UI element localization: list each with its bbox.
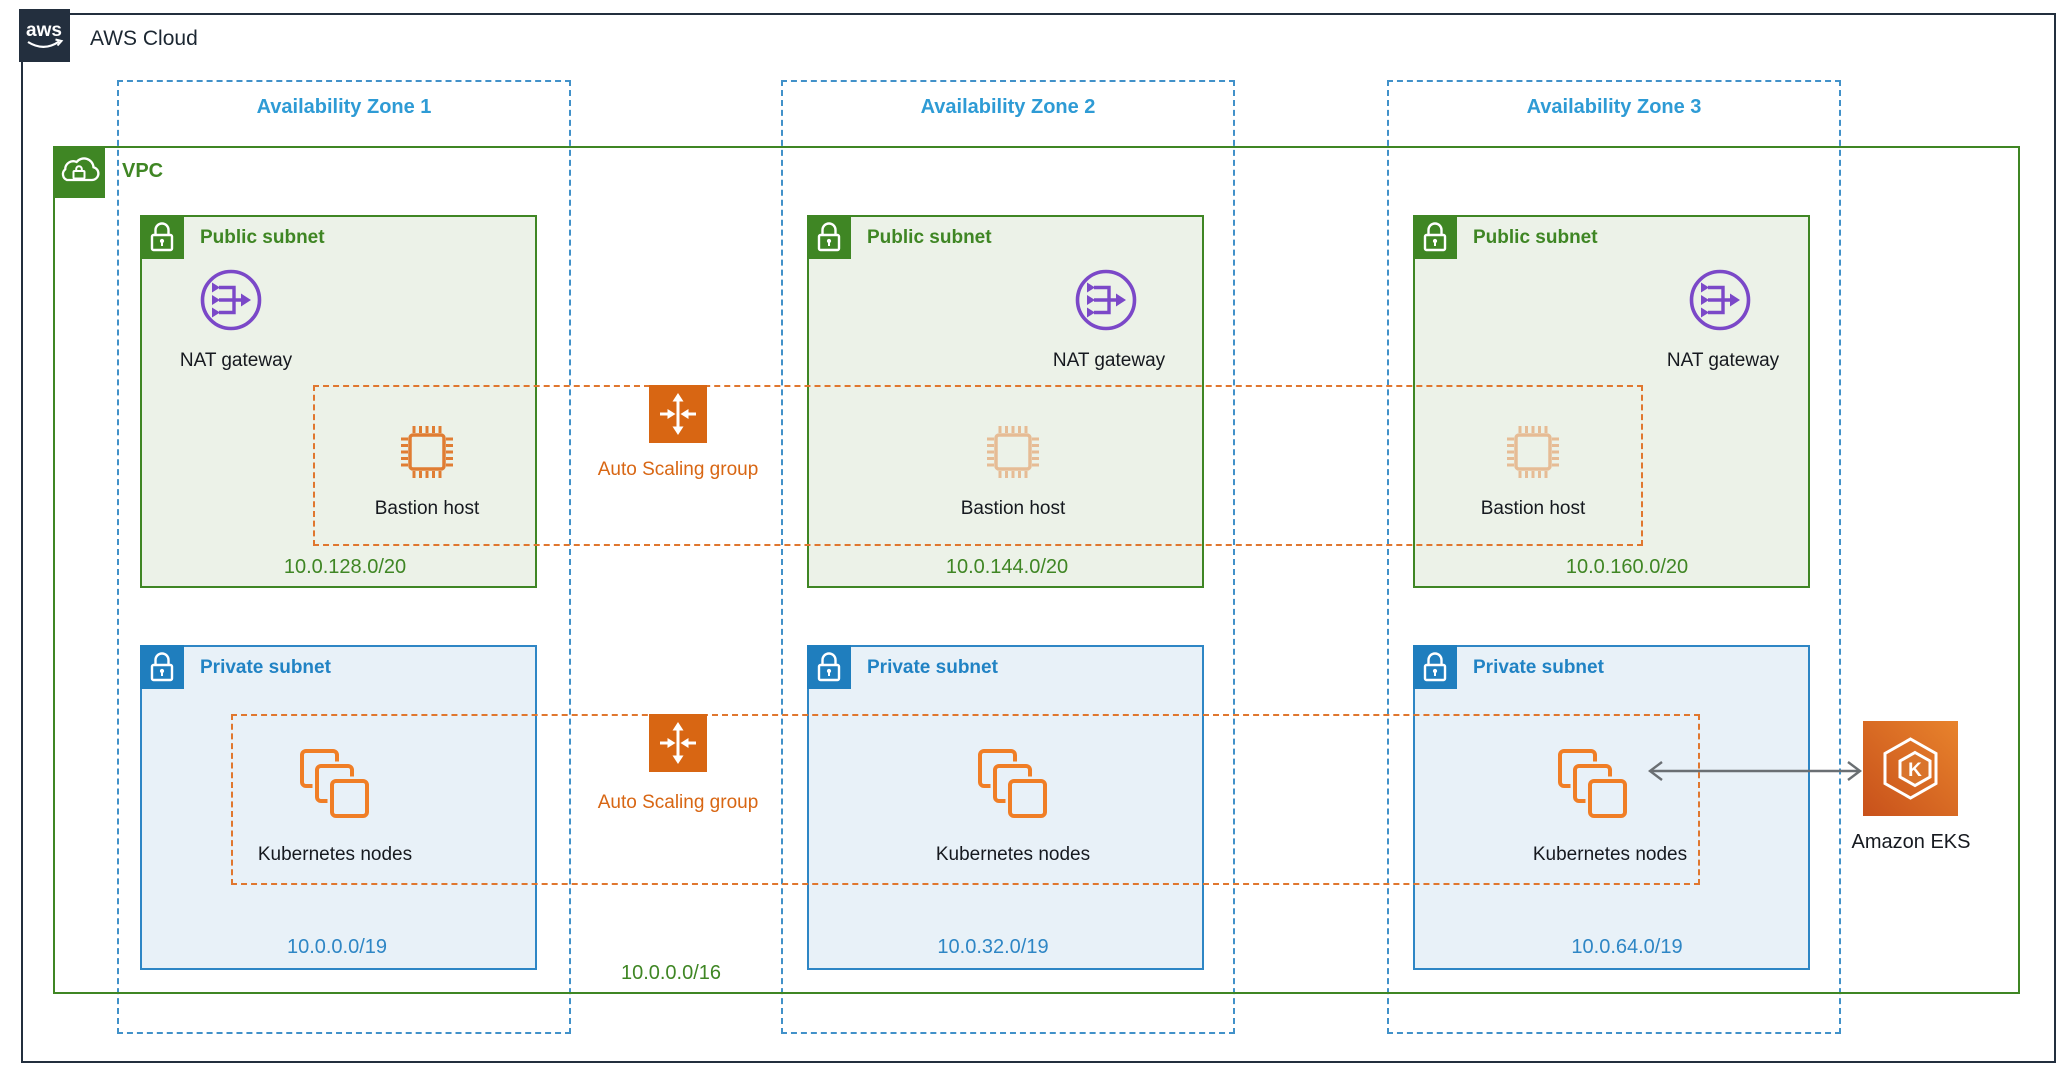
- public-subnet-az3: Public subnet: [1413, 215, 1810, 588]
- availability-zone-2: Availability Zone 2: [781, 80, 1235, 1034]
- bastion-host-label: Bastion host: [1480, 498, 1586, 519]
- lock-icon: [807, 645, 851, 689]
- public-cidr-az3: 10.0.160.0/20: [1565, 556, 1689, 578]
- nat-gateway-icon: [1073, 267, 1139, 333]
- bastion-host-label: Bastion host: [374, 498, 480, 519]
- kubernetes-nodes-label: Kubernetes nodes: [1532, 844, 1688, 865]
- auto-scaling-group-label: Auto Scaling group: [597, 459, 759, 480]
- private-subnet-label: Private subnet: [1473, 657, 1604, 678]
- vpc-group: [53, 146, 2020, 994]
- lock-icon: [1413, 645, 1457, 689]
- nat-gateway-label: NAT gateway: [179, 350, 293, 371]
- kubernetes-nodes-label: Kubernetes nodes: [257, 844, 413, 865]
- bastion-host-icon: [980, 419, 1046, 485]
- auto-scaling-icon: [649, 385, 707, 443]
- amazon-eks-icon: K: [1863, 721, 1958, 816]
- kubernetes-nodes-icon: [977, 748, 1049, 820]
- eks-letter: K: [1908, 760, 1922, 781]
- public-subnet-az2: Public subnet: [807, 215, 1204, 588]
- availability-zone-1: Availability Zone 1: [117, 80, 571, 1034]
- nat-gateway-icon: [198, 267, 264, 333]
- public-subnet-label: Public subnet: [200, 227, 325, 248]
- bidirectional-arrow: [1643, 756, 1867, 786]
- private-cidr-az1: 10.0.0.0/19: [286, 936, 388, 958]
- public-cidr-az2: 10.0.144.0/20: [945, 556, 1069, 578]
- vpc-cidr: 10.0.0.0/16: [620, 962, 722, 984]
- auto-scaling-group-label: Auto Scaling group: [597, 792, 759, 813]
- availability-zone-2-label: Availability Zone 2: [920, 96, 1096, 118]
- public-subnet-label: Public subnet: [867, 227, 992, 248]
- nat-gateway-label: NAT gateway: [1052, 350, 1166, 371]
- auto-scaling-icon: [649, 714, 707, 772]
- private-subnet-label: Private subnet: [200, 657, 331, 678]
- vpc-label: VPC: [122, 160, 164, 182]
- bastion-host-icon: [1500, 419, 1566, 485]
- aws-logo-icon: aws: [19, 9, 70, 62]
- vpc-icon: [53, 146, 105, 198]
- private-cidr-az2: 10.0.32.0/19: [937, 936, 1049, 958]
- auto-scaling-group-private: [231, 714, 1700, 885]
- private-cidr-az3: 10.0.64.0/19: [1571, 936, 1683, 958]
- private-subnet-label: Private subnet: [867, 657, 998, 678]
- availability-zone-1-label: Availability Zone 1: [256, 96, 432, 118]
- public-subnet-az1: Public subnet: [140, 215, 537, 588]
- lock-icon: [140, 645, 184, 689]
- nat-gateway-label: NAT gateway: [1666, 350, 1780, 371]
- aws-cloud-group: [21, 13, 2056, 1063]
- private-subnet-az1: Private subnet: [140, 645, 537, 970]
- kubernetes-nodes-label: Kubernetes nodes: [935, 844, 1091, 865]
- amazon-eks-label: Amazon EKS: [1851, 831, 1971, 853]
- lock-icon: [1413, 215, 1457, 259]
- availability-zone-3: Availability Zone 3: [1387, 80, 1841, 1034]
- lock-icon: [140, 215, 184, 259]
- bastion-host-icon: [394, 419, 460, 485]
- public-subnet-label: Public subnet: [1473, 227, 1598, 248]
- diagram-title: AWS Cloud: [90, 27, 198, 50]
- availability-zone-3-label: Availability Zone 3: [1526, 96, 1702, 118]
- kubernetes-nodes-icon: [1557, 748, 1629, 820]
- bastion-host-label: Bastion host: [960, 498, 1066, 519]
- lock-icon: [807, 215, 851, 259]
- nat-gateway-icon: [1687, 267, 1753, 333]
- auto-scaling-group-public: [313, 385, 1643, 546]
- public-cidr-az1: 10.0.128.0/20: [283, 556, 407, 578]
- svg-text:aws: aws: [26, 20, 62, 41]
- kubernetes-nodes-icon: [299, 748, 371, 820]
